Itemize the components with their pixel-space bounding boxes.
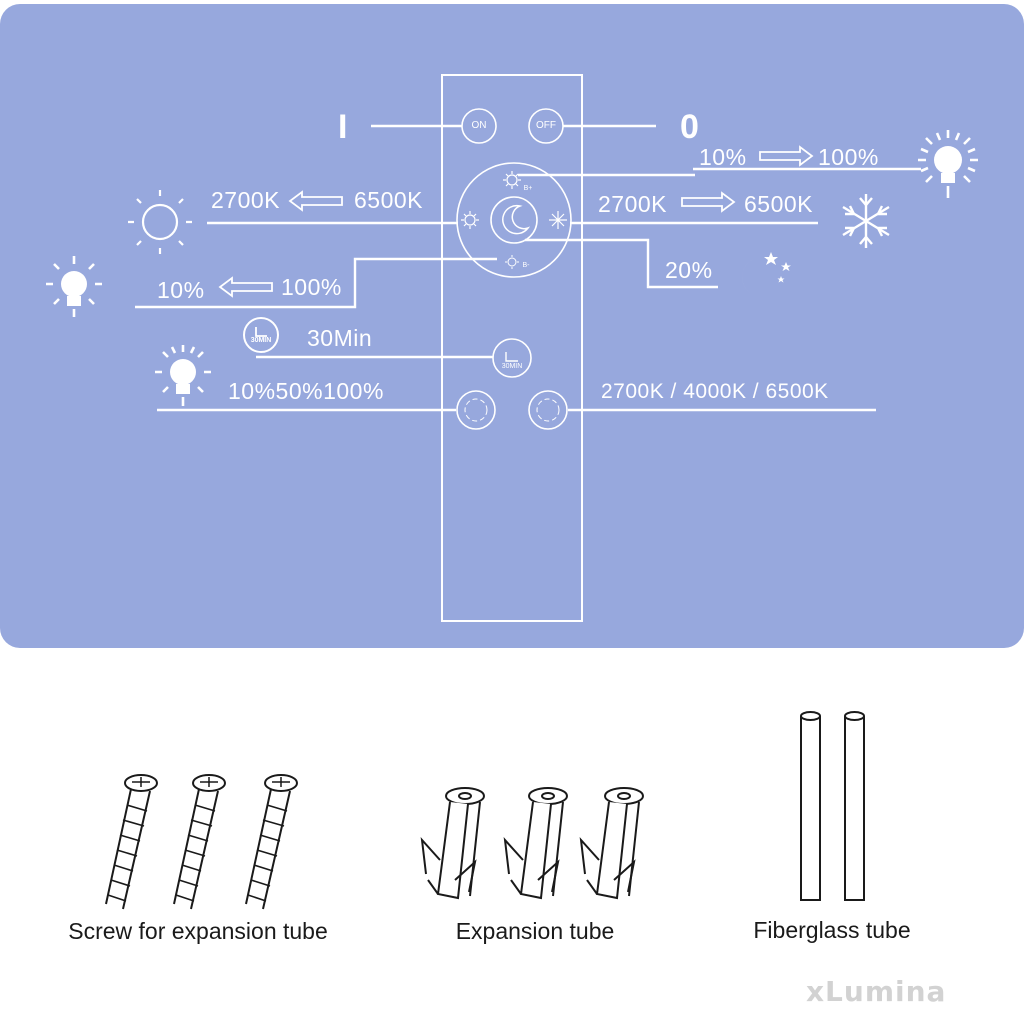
color-cycle-temperatures: 2700K / 4000K / 6500K [601, 380, 829, 403]
expansion-tube-icon [420, 787, 485, 900]
brightness-down-to: 100% [281, 274, 342, 300]
timer-button[interactable] [492, 338, 532, 378]
sun-icon [128, 190, 192, 254]
brightness-up-from: 10% [699, 144, 747, 170]
cool-shift-from: 2700K [598, 191, 668, 217]
timer-button-label: 30MIN [501, 363, 523, 370]
timer-button-clock [505, 352, 518, 362]
expansion-tube-group [420, 787, 644, 900]
bulb-bright-icon [918, 130, 978, 198]
screw-caption: Screw for expansion tube [68, 918, 328, 944]
power-off-symbol: 0 [680, 108, 700, 146]
timer-icon [243, 317, 279, 353]
moon-button-icon [502, 204, 531, 235]
leader-lines [135, 124, 921, 412]
night-mode-button[interactable] [490, 196, 538, 244]
ring-cool-icon [549, 211, 567, 229]
brightness-up-marker: B+ [523, 185, 533, 192]
fiberglass-tube-caption: Fiberglass tube [753, 917, 911, 943]
arrow-left-icon [288, 190, 343, 212]
warm-shift-to: 6500K [354, 187, 424, 213]
expansion-tube-icon [503, 787, 568, 900]
power-on-symbol: I [338, 108, 348, 146]
ring-brightness-down-icon [505, 255, 519, 269]
expansion-tube-caption: Expansion tube [455, 918, 615, 944]
fiberglass-tube-icon [844, 711, 865, 901]
on-button-label: ON [471, 120, 487, 131]
cool-shift-to: 6500K [744, 191, 814, 217]
moon-stars-icon [742, 252, 791, 297]
fiberglass-tube-icon [800, 711, 821, 901]
ring-brightness-up-icon [503, 171, 521, 189]
expansion-tube-icon [579, 787, 644, 900]
screw-icon [245, 774, 298, 910]
color-cycle-arrows [536, 398, 560, 422]
screw-icon [105, 774, 158, 910]
bulb-medium-icon [155, 345, 211, 406]
control-ring [456, 162, 572, 278]
brand-watermark: xLumina [806, 975, 947, 1008]
brightness-cycle-arrows [464, 398, 488, 422]
brightness-down-from: 10% [157, 277, 205, 303]
color-cycle-button[interactable] [528, 390, 568, 430]
arrow-right-icon [759, 145, 814, 167]
brightness-cycle-levels: 10%50%100% [228, 378, 384, 404]
fiberglass-tube-group [800, 711, 865, 901]
arrow-right-icon [681, 191, 736, 213]
brightness-up-to: 100% [818, 144, 879, 170]
brightness-down-marker: B- [522, 262, 530, 269]
remote-body [441, 74, 583, 622]
snowflake-icon [842, 194, 890, 248]
bulb-dim-icon [46, 256, 102, 317]
brightness-cycle-button[interactable] [456, 390, 496, 430]
arrow-left-icon [218, 276, 273, 298]
timer-icon-label: 30MIN [250, 337, 272, 344]
off-button-label: OFF [536, 120, 556, 131]
timer-duration: 30Min [307, 325, 373, 351]
ring-warm-icon [461, 211, 479, 229]
remote-diagram-panel [0, 4, 1024, 648]
warm-shift-from: 2700K [211, 187, 281, 213]
screw-group [105, 774, 298, 910]
screw-icon [173, 774, 226, 910]
night-light-level: 20% [665, 257, 713, 283]
